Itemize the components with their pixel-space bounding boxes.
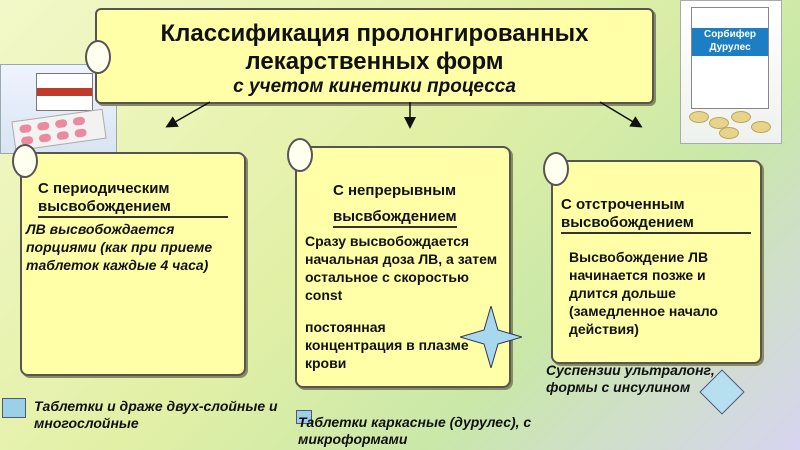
column-heading-continuous-2: высвбождением [333,208,457,228]
column-heading-continuous-1: С непрерывным [333,182,457,199]
bottom-label-middle: Таблетки каркасные (дурулес), с микрофор… [298,414,532,447]
column-continuous: С непрерывным высвбождением Сразу высвоб… [287,138,511,388]
title-line-1: Классификация пролонгированных [160,20,589,47]
bottom-label-right: Суспензии ультралонг, формы с инсулином [546,362,715,395]
product-label: Сорбифер Дурулес [692,28,768,56]
sorbifer-box: Сорбифер Дурулес [691,7,769,109]
column-heading-periodic: С периодическим высвобождением [38,180,228,218]
column-periodic: С периодическим высвобождением ЛВ высвоб… [12,144,246,376]
column-body-periodic: ЛВ высвобождается порциями (как при прие… [26,221,213,273]
column-body-continuous-2: постоянная концентрация в плазме крови [305,319,469,371]
sparkle-icon [460,306,522,368]
arrow-shape-left [2,398,26,418]
column-body-continuous: Сразу высвобождается начальная доза ЛВ, … [305,233,498,303]
title-subtitle: с учетом кинетики процесса [233,76,516,97]
bottom-label-left: Таблетки и драже двух-слойные и многосло… [34,398,278,431]
scroll-curl [85,40,111,74]
arrow-shape-middle [296,410,312,424]
column-body-delayed: Высвобождение ЛВ начинается позже и длит… [569,249,718,337]
column-delayed: С отстроченным высвобождением Высвобожде… [543,152,762,364]
medicine-box [36,73,93,111]
column-heading-delayed: С отстроченным высвобождением [561,196,751,234]
product-image-right: Сорбифер Дурулес [680,0,782,144]
title-line-2: лекарственных форм [245,48,504,75]
title-scroll: Классификация пролонгированных лекарстве… [85,8,654,104]
